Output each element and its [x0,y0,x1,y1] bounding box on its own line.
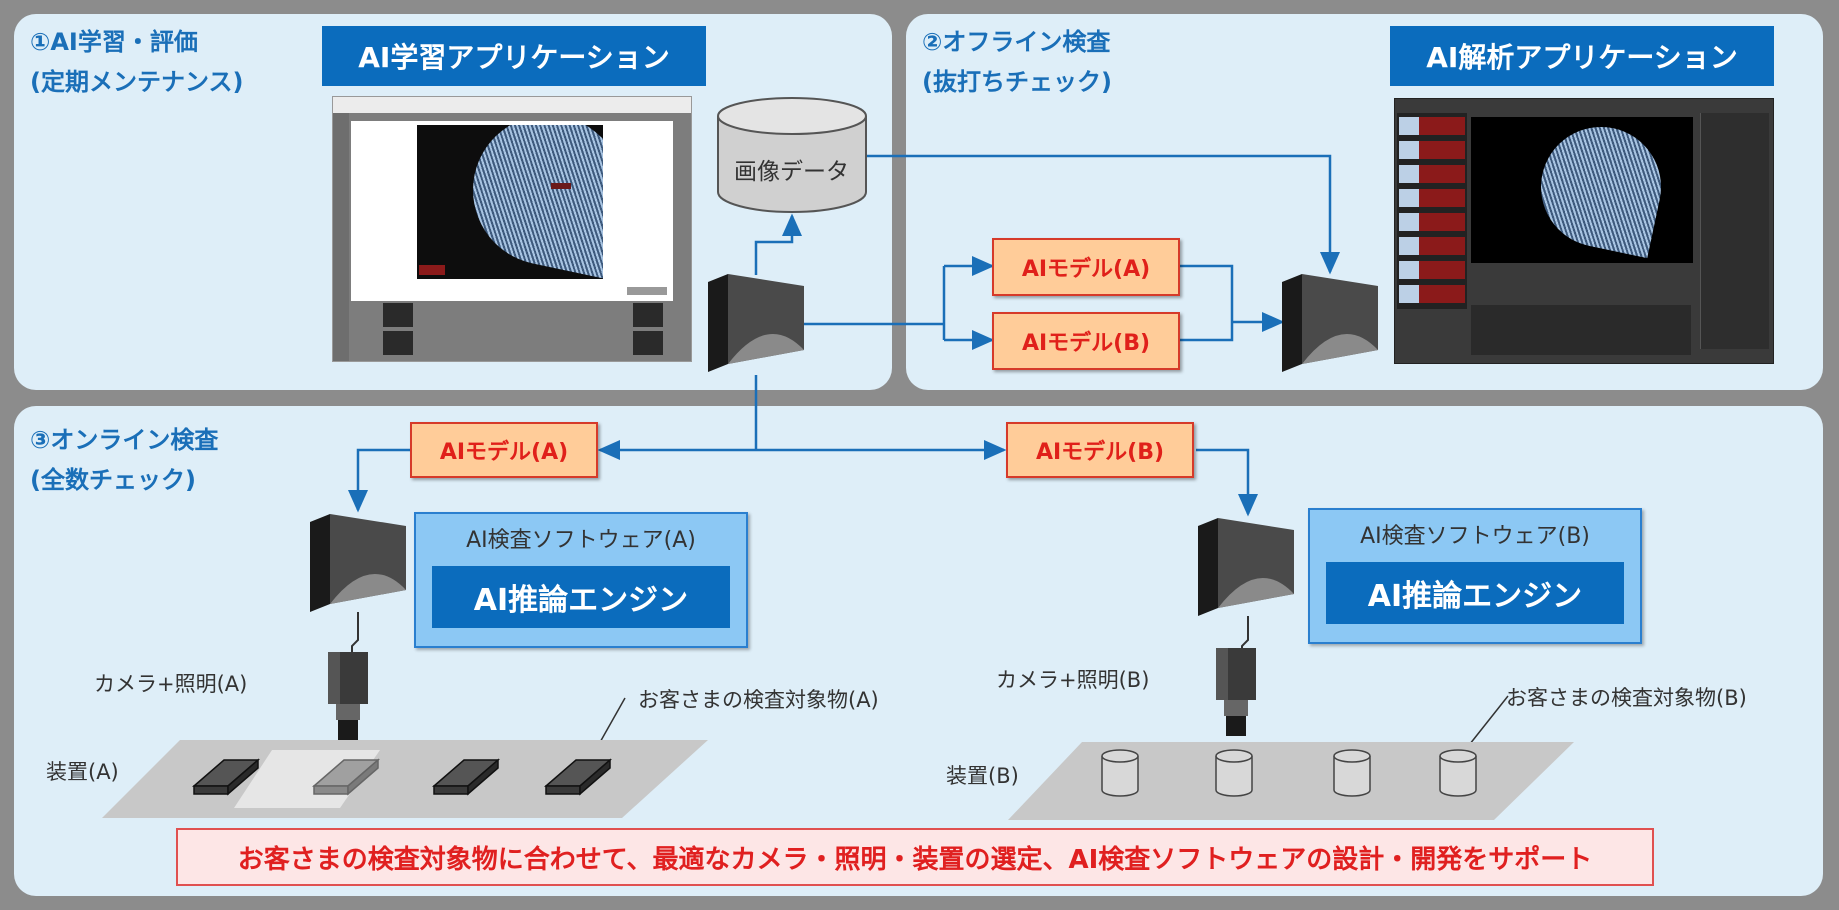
dialog-button [627,287,667,295]
section3-title: ③オンライン検査 (全数チェック) [30,420,218,500]
analysis-app-header: AI解析アプリケーション [1390,26,1774,86]
section1-title-line1: ①AI学習・評価 [30,28,198,56]
engine-a: AI推論エンジン [432,566,730,628]
workpiece-plate [431,758,501,796]
thumb [1399,141,1465,159]
device-a-label: 装置(A) [46,760,119,784]
workpiece-cylinder [1215,749,1253,797]
app-sidebar [333,113,349,361]
thumb [1399,285,1465,303]
modal-dialog [351,121,673,301]
software-box-a: AI検査ソフトウェア(A) AI推論エンジン [414,512,748,648]
online-model-b: AIモデル(B) [1006,422,1194,478]
section2-title-line1: ②オフライン検査 [922,28,1111,56]
workpiece-plate [311,758,381,796]
section3-title-line2: (全数チェック) [30,466,196,494]
result-marker [419,265,445,275]
learning-app-screenshot [332,96,692,362]
result-thumb-4 [633,331,663,355]
analysis-image [1471,117,1693,263]
result-thumb-1 [383,303,413,327]
camera-b-label: カメラ+照明(B) [996,668,1150,692]
image-database-icon [717,97,867,213]
thumb [1399,117,1465,135]
workpiece-cylinder [1333,749,1371,797]
workpiece-plate [191,758,261,796]
target-b-label: お客さまの検査対象物(B) [1506,686,1747,710]
conveyor-a [102,740,708,818]
browser-bar [333,97,691,113]
analysis-app-screenshot [1394,98,1774,364]
software-box-b: AI検査ソフトウェア(B) AI推論エンジン [1308,508,1642,644]
section2-title-line2: (抜打ちチェック) [922,68,1112,96]
device-b-label: 装置(B) [946,764,1019,788]
conveyor-b [1008,742,1574,820]
section2-title: ②オフライン検査 (抜打ちチェック) [922,22,1112,102]
online-model-a: AIモデル(A) [410,422,598,478]
section1-title-line2: (定期メンテナンス) [30,68,244,96]
server-icon-b [1198,518,1294,616]
engine-b: AI推論エンジン [1326,562,1624,624]
property-panel [1700,113,1769,349]
workpiece-plate [543,758,613,796]
offline-model-b: AIモデル(B) [992,312,1180,370]
defect-marker [551,183,571,189]
inspection-image [417,125,603,279]
workpiece-cylinder [1439,749,1477,797]
target-a-label: お客さまの検査対象物(A) [638,688,879,712]
offline-model-a: AIモデル(A) [992,238,1180,296]
section3-title-line1: ③オンライン検査 [30,426,219,454]
database-label: 画像データ [734,159,849,185]
thumbnail-list [1397,113,1467,309]
thumb [1399,237,1465,255]
server-icon-offline [1282,274,1378,372]
section1-title: ①AI学習・評価 (定期メンテナンス) [30,22,243,102]
thumb [1399,165,1465,183]
camera-icon-a [328,652,368,740]
thumb [1399,213,1465,231]
result-thumb-2 [383,331,413,355]
software-b-label: AI検査ソフトウェア(B) [1360,524,1590,549]
camera-icon-b [1216,648,1256,736]
inspection-image-texture [459,125,603,279]
analysis-image-texture [1529,117,1673,259]
software-a-label: AI検査ソフトウェア(A) [466,528,696,553]
server-icon-a [310,514,406,612]
server-icon-main [708,274,804,372]
learning-app-header: AI学習アプリケーション [322,26,706,86]
thumb [1399,189,1465,207]
support-banner: お客さまの検査対象物に合わせて、最適なカメラ・照明・装置の選定、AI検査ソフトウ… [176,828,1654,886]
workpiece-cylinder [1101,749,1139,797]
result-thumb-3 [633,303,663,327]
thumb [1399,261,1465,279]
log-panel [1471,305,1691,355]
camera-a-label: カメラ+照明(A) [94,672,248,696]
